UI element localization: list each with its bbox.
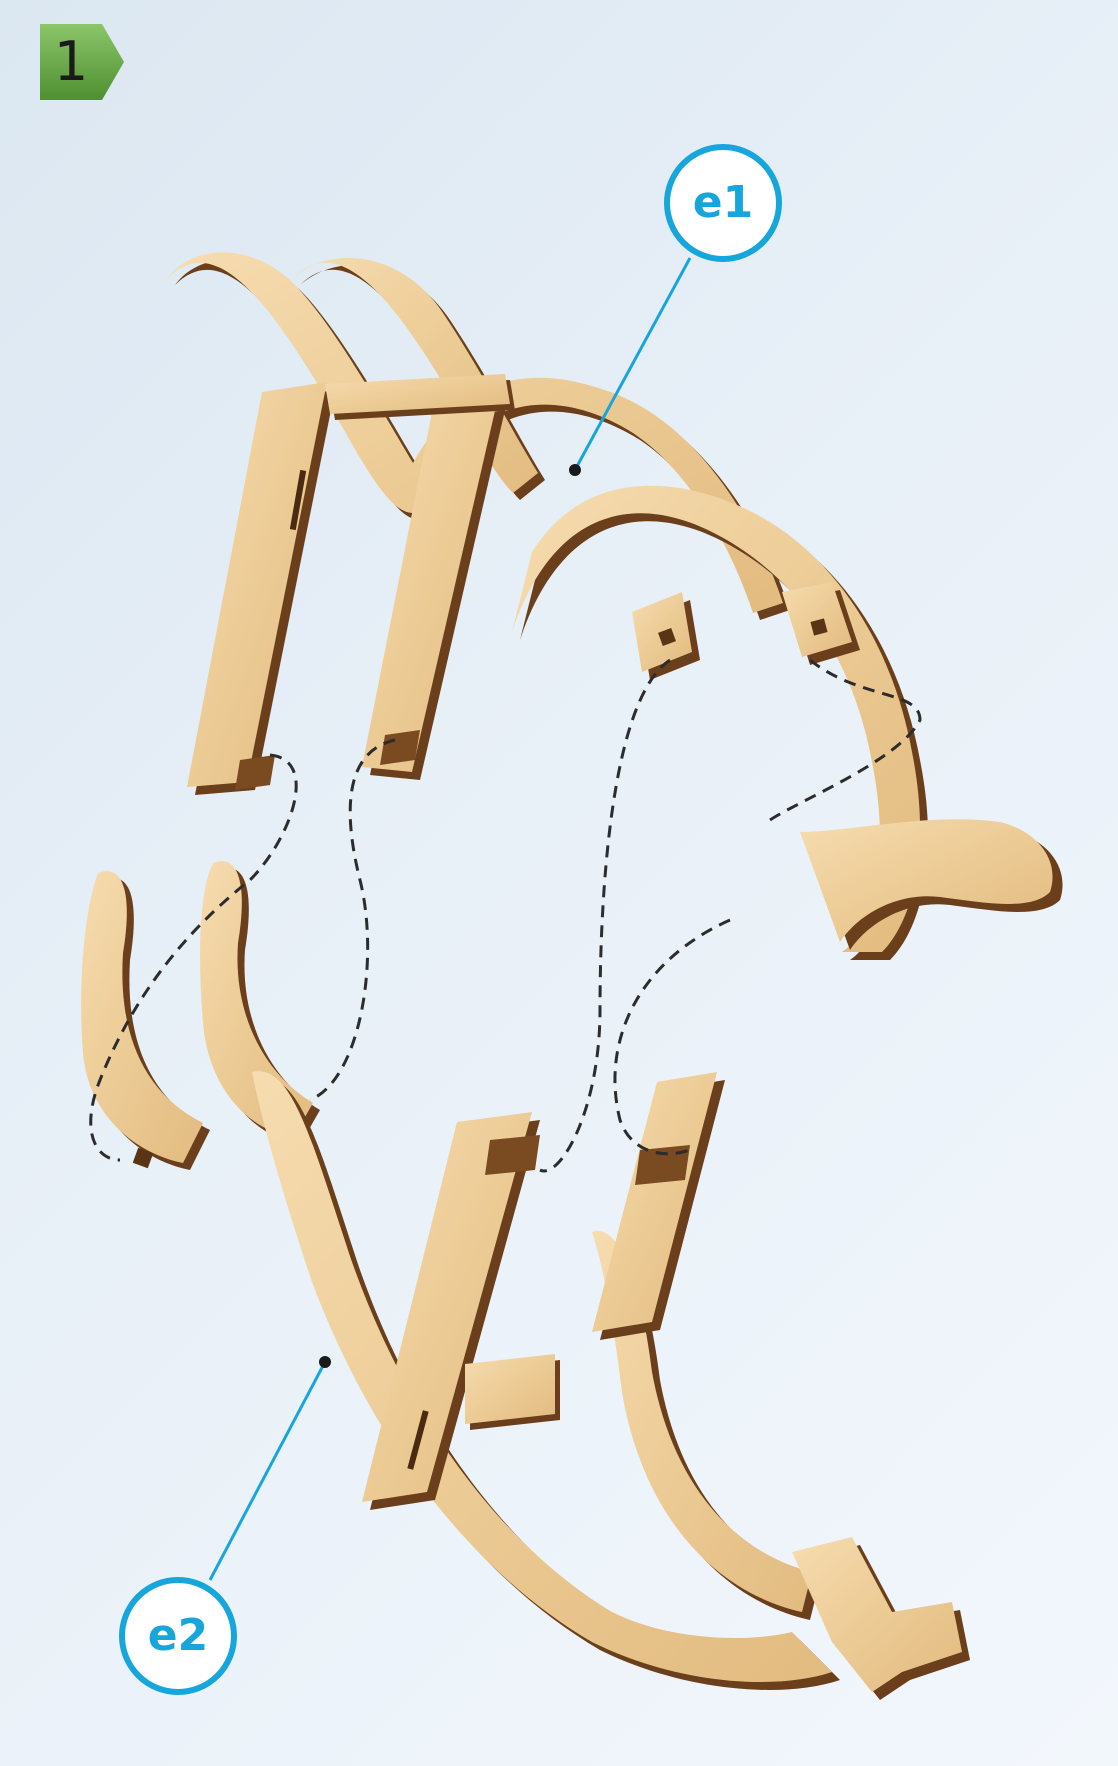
guide-line xyxy=(540,660,670,1171)
upper-curved-frame xyxy=(512,486,1063,960)
lower-leg-left xyxy=(362,1112,540,1510)
lower-curved-frame xyxy=(252,1071,970,1700)
callout-e1-label: e1 xyxy=(669,149,777,257)
callout-e2-dot xyxy=(319,1356,331,1368)
guide-line xyxy=(310,740,395,1100)
lower-leg-right xyxy=(592,1072,725,1340)
lower-brace xyxy=(465,1354,560,1430)
callout-e2-label: e2 xyxy=(124,1582,232,1690)
callout-e1-dot xyxy=(569,464,581,476)
upper-leg-left xyxy=(187,382,335,795)
upper-frame-assembly xyxy=(168,252,1063,960)
callout-e2-leader xyxy=(210,1362,325,1580)
